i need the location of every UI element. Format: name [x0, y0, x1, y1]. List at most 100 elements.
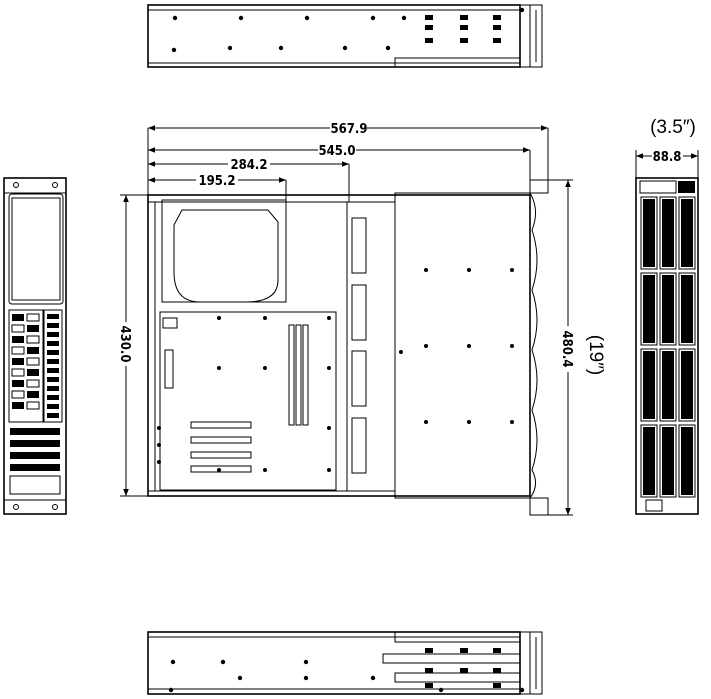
mounting-hole	[157, 460, 161, 464]
mounting-hole	[263, 366, 267, 370]
drive-bay-face	[681, 351, 693, 419]
screw-hole	[370, 675, 376, 681]
height-label: 88.8	[653, 150, 682, 165]
drive-bay-led	[645, 400, 653, 412]
rear-port	[12, 402, 24, 409]
psu-depth-label: 195.2	[199, 174, 236, 189]
overall-depth-label: 567.9	[331, 122, 368, 137]
dimension-mb-depth: 284.2	[148, 158, 350, 202]
drive-bay	[640, 196, 658, 270]
screw-hole	[342, 45, 348, 51]
chassis-depth-label: 545.0	[319, 144, 356, 159]
mounting-hole	[424, 268, 428, 272]
rear-port	[11, 324, 25, 333]
screw-hole	[438, 687, 444, 693]
mounting-hole	[327, 468, 331, 472]
drive-bay-led	[683, 400, 691, 412]
rear-port	[26, 379, 40, 388]
mounting-hole	[263, 316, 267, 320]
drive-bay-face	[662, 275, 674, 343]
vent-slot	[47, 368, 59, 373]
rear-port	[11, 390, 25, 399]
drive-bay	[678, 272, 696, 346]
drive-bay-led	[645, 476, 653, 488]
overall-width-inch-label: (19″)	[585, 335, 606, 376]
drive-bay-face	[681, 427, 693, 495]
drive-bay-face	[643, 427, 655, 495]
drive-bay-face	[643, 275, 655, 343]
rear-port	[11, 368, 25, 377]
drive-bay	[659, 424, 677, 498]
screw-hole	[385, 45, 391, 51]
drive-bay-led	[683, 248, 691, 260]
drive-bay-led	[664, 324, 672, 336]
drive-bay	[678, 424, 696, 498]
drive-bay-led	[683, 324, 691, 336]
mounting-hole	[424, 344, 428, 348]
rear-port	[27, 347, 39, 354]
rear-expansion-slots	[9, 428, 61, 495]
screw-hole	[519, 7, 525, 13]
vent-slot	[47, 395, 59, 400]
dimension-height: 88.8 (3.5″)	[635, 117, 699, 178]
mounting-hole	[467, 268, 471, 272]
vent-slot	[47, 404, 59, 409]
drive-bay-face	[662, 351, 674, 419]
screw-hole	[278, 45, 284, 51]
vent-slot	[47, 314, 59, 319]
mounting-hole	[399, 350, 403, 354]
drive-bay-led	[645, 324, 653, 336]
vent-slot	[47, 350, 59, 355]
mounting-hole	[467, 344, 471, 348]
vent-slot	[47, 332, 59, 337]
screw-hole	[401, 15, 407, 21]
drive-bay	[640, 272, 658, 346]
vent-slot	[47, 386, 59, 391]
mounting-hole	[424, 420, 428, 424]
mounting-hole	[510, 344, 514, 348]
vent-slot	[47, 377, 59, 382]
rear-port	[12, 380, 24, 387]
mounting-hole	[217, 366, 221, 370]
mounting-hole	[327, 316, 331, 320]
side-view-top	[147, 4, 543, 68]
vent-slot	[47, 359, 59, 364]
rear-port	[27, 391, 39, 398]
vent-slot	[47, 323, 59, 328]
screw-hole	[220, 659, 226, 665]
mounting-hole	[510, 420, 514, 424]
mounting-hole	[327, 366, 331, 370]
drive-bay	[678, 348, 696, 422]
dimension-chassis-depth: 545.0	[148, 144, 531, 180]
screw-hole	[304, 15, 310, 21]
side-view-bottom	[147, 631, 543, 695]
vent-slots-bottom	[425, 648, 501, 688]
drive-bay-led	[645, 248, 653, 260]
drive-bay	[678, 196, 696, 270]
rear-port	[12, 336, 24, 343]
drive-bay	[659, 196, 677, 270]
vent-slot	[47, 341, 59, 346]
rear-port	[27, 325, 39, 332]
screw-hole	[227, 45, 233, 51]
rear-port	[26, 357, 40, 366]
vent-slot	[47, 413, 59, 418]
dimension-psu-depth: 195.2	[148, 174, 287, 200]
mb-depth-label: 284.2	[231, 158, 268, 173]
drive-bay	[659, 348, 677, 422]
drive-bay-led	[664, 400, 672, 412]
overall-width-label: 480.4	[559, 331, 574, 368]
drive-bay-face	[681, 275, 693, 343]
drive-bay-face	[643, 199, 655, 267]
mounting-hole	[263, 468, 267, 472]
dimension-overall-width: 480.4 (19″)	[548, 179, 606, 516]
drive-bay	[640, 424, 658, 498]
mounting-hole	[157, 426, 161, 430]
dimension-overall-depth: 567.9	[147, 122, 549, 195]
vent-slots-top	[425, 15, 501, 43]
rear-port	[11, 346, 25, 355]
screw-hole	[238, 15, 244, 21]
mounting-hole	[327, 426, 331, 430]
mounting-hole	[217, 468, 221, 472]
